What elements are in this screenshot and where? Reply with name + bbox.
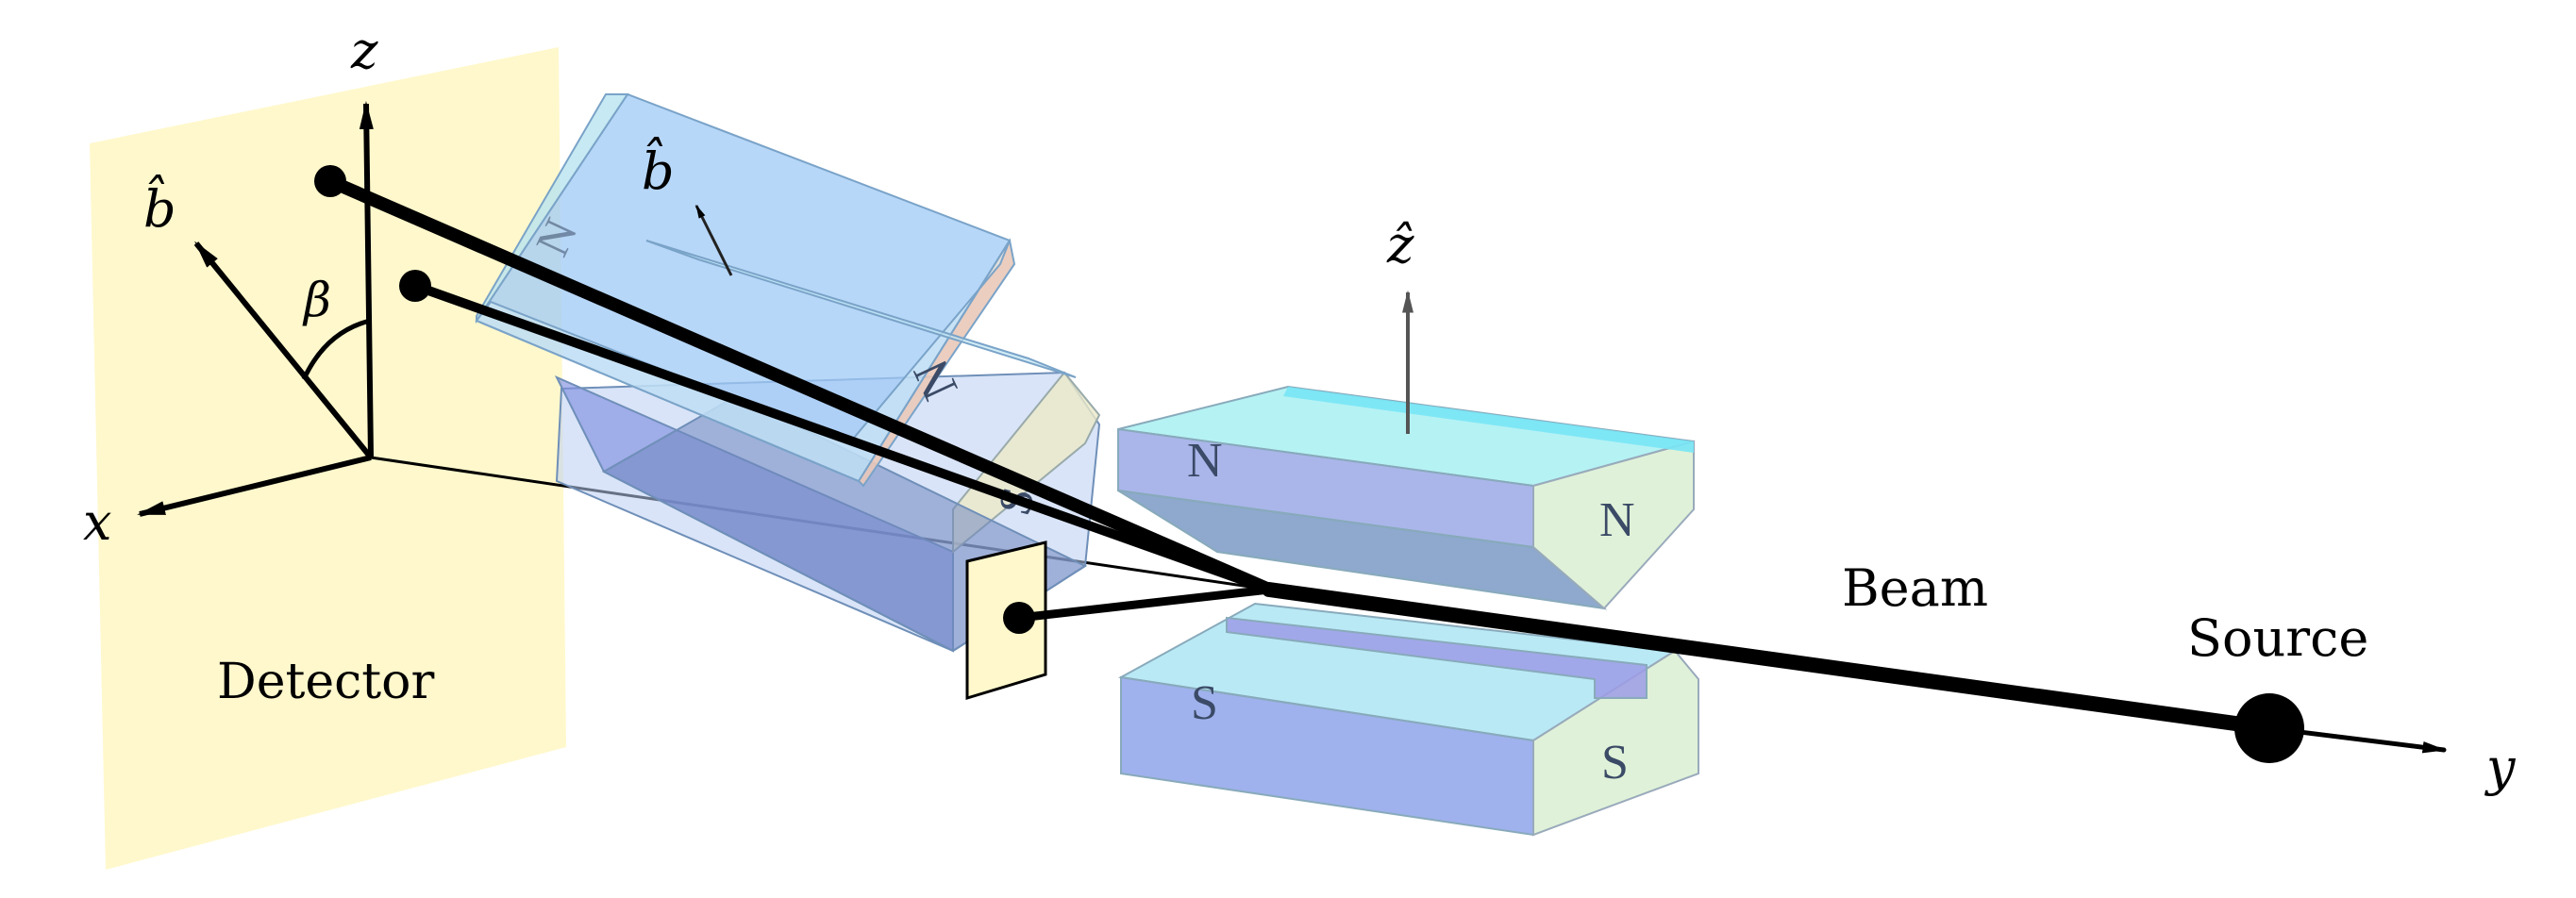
- z-axis-label: z: [350, 21, 378, 80]
- x-axis: [137, 455, 372, 517]
- magnet-pole-north-right-left: N: [1187, 434, 1223, 488]
- slit-spot: [1003, 602, 1035, 634]
- z-hat-label: ẑ: [1386, 215, 1414, 274]
- b-hat-label-magnet: b̂: [642, 136, 675, 201]
- coordinate-axes: [137, 101, 374, 517]
- detector-spot-2: [399, 270, 431, 302]
- magnet-north-right: N N: [1117, 385, 1695, 610]
- magnet-south-end: [1532, 649, 1699, 837]
- detector-label: Detector: [217, 654, 434, 710]
- beta-angle-arc: [301, 318, 371, 381]
- deflected-beam-2: [410, 281, 1274, 594]
- b-hat-arrow-magnet: [694, 204, 733, 276]
- source-label: Source: [2187, 608, 2368, 668]
- magnet-south-groove: [1226, 616, 1648, 699]
- b-hat-label-left: b̂: [143, 174, 176, 239]
- magnet-north-groove: [1283, 387, 1694, 453]
- magnet-pole-south-right-end: S: [1601, 736, 1629, 790]
- z-axis: [359, 101, 374, 458]
- beam-trajectories: [324, 175, 2447, 754]
- y-axis-label: y: [2484, 738, 2517, 797]
- magnet-pole-south-right-left: S: [1191, 676, 1218, 730]
- deflected-beam-1: [324, 175, 1276, 596]
- magnet-pole-north-right-end: N: [1599, 493, 1635, 547]
- x-axis-label: x: [83, 492, 111, 552]
- beam-label: Beam: [1842, 558, 1988, 618]
- beta-label: β: [302, 273, 331, 327]
- main-beam: [1262, 582, 2277, 736]
- magnet-south-right: S S: [1117, 602, 1699, 837]
- tilted-magnet-lower: S: [554, 371, 1101, 653]
- b-hat-axis: [193, 241, 374, 459]
- tilted-magnet-upper-groove: [645, 240, 1077, 378]
- detector-spot-1: [314, 165, 346, 197]
- source-point: [2234, 693, 2304, 763]
- deflected-beam-3: [1014, 585, 1274, 623]
